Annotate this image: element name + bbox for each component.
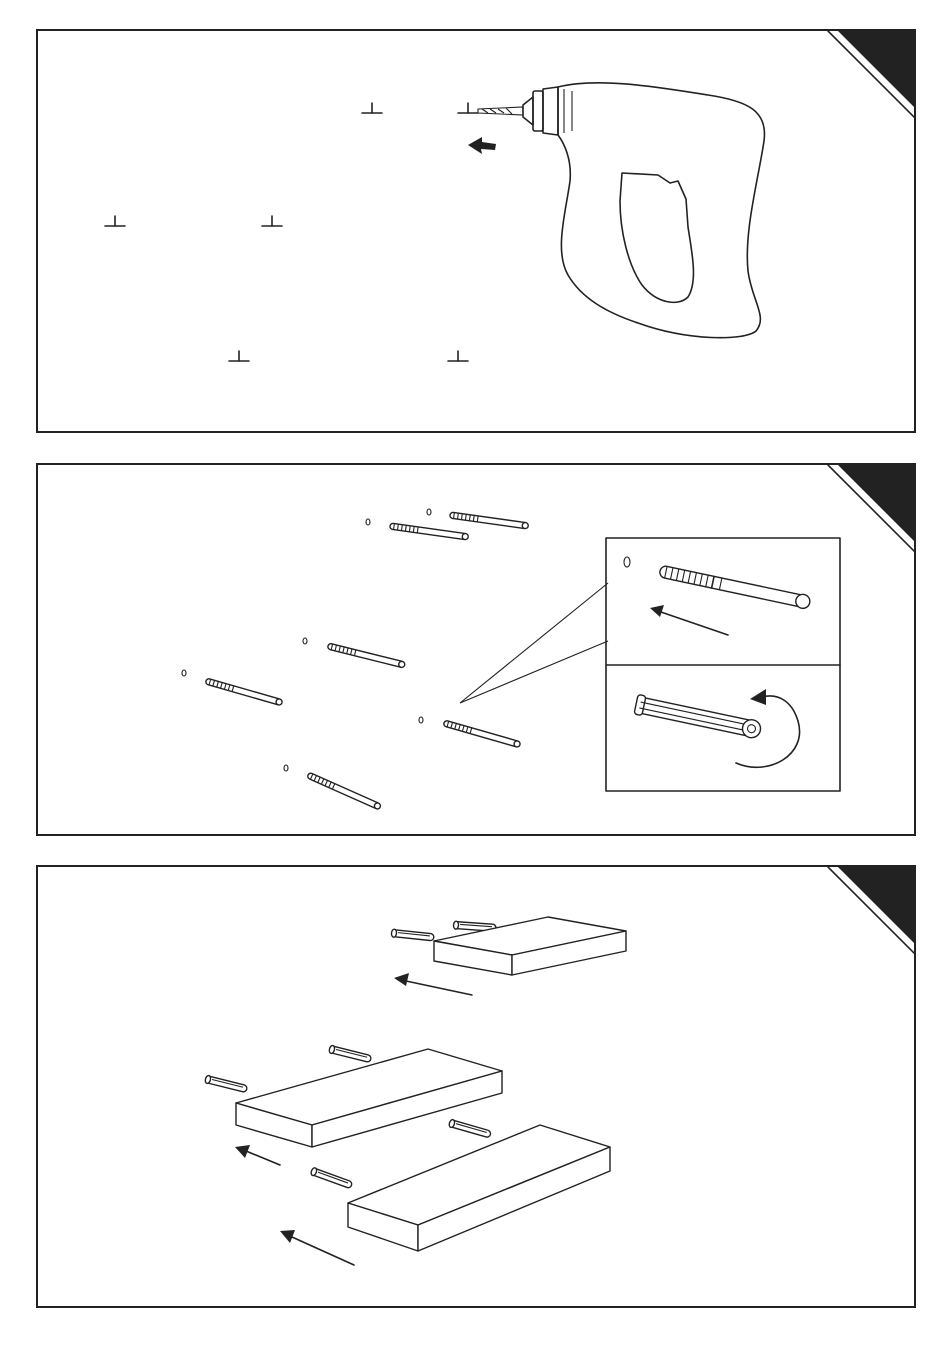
drill-step-illustration [38,31,916,433]
washer-icon [284,765,288,771]
arrow-icon [468,137,496,154]
washer-icon [303,638,307,644]
drill-mark-icon [262,216,282,226]
step-panel-dowels [36,463,916,836]
dowel-icon [327,643,405,668]
dowel-step-illustration [38,465,916,836]
drill-icon [478,83,765,338]
dowel-icon [310,1167,353,1189]
drill-mark-icon [458,103,478,113]
shelf-board-icon [348,1125,610,1251]
drill-mark-icon [229,351,249,361]
arrow-icon [235,1145,280,1165]
dowel-icon [307,772,382,810]
washer-icon [624,557,630,567]
zoom-callout [606,538,840,791]
dowel-icon [450,512,529,529]
step-corner-tab [828,867,916,957]
step-corner-tab [828,465,916,555]
washer-icon [427,509,431,515]
step-panel-drill [36,29,916,433]
step-corner-tab [828,31,916,121]
dowel-icon [391,929,434,941]
shelf-step-illustration [38,867,916,1308]
dowel-icon [634,694,762,740]
dowel-icon [443,720,521,748]
dowel-icon [329,1045,372,1063]
shelf-board-icon [236,1049,502,1147]
step-panel-shelves [36,865,916,1308]
zoom-callout-lines [460,583,608,703]
washer-icon [182,670,186,676]
arrow-icon [650,605,728,635]
drill-mark-icon [105,216,125,226]
dowel-icon [659,564,812,610]
dowel-icon [390,523,469,540]
drill-mark-icon [448,351,468,361]
washer-icon [366,519,370,525]
dowel-icon [448,1119,491,1138]
arrow-icon [280,1230,354,1265]
washer-icon [419,717,423,723]
arrow-icon [394,973,472,995]
dowel-icon [205,1075,248,1093]
dowel-icon [205,678,283,706]
drill-mark-icon [362,103,382,113]
